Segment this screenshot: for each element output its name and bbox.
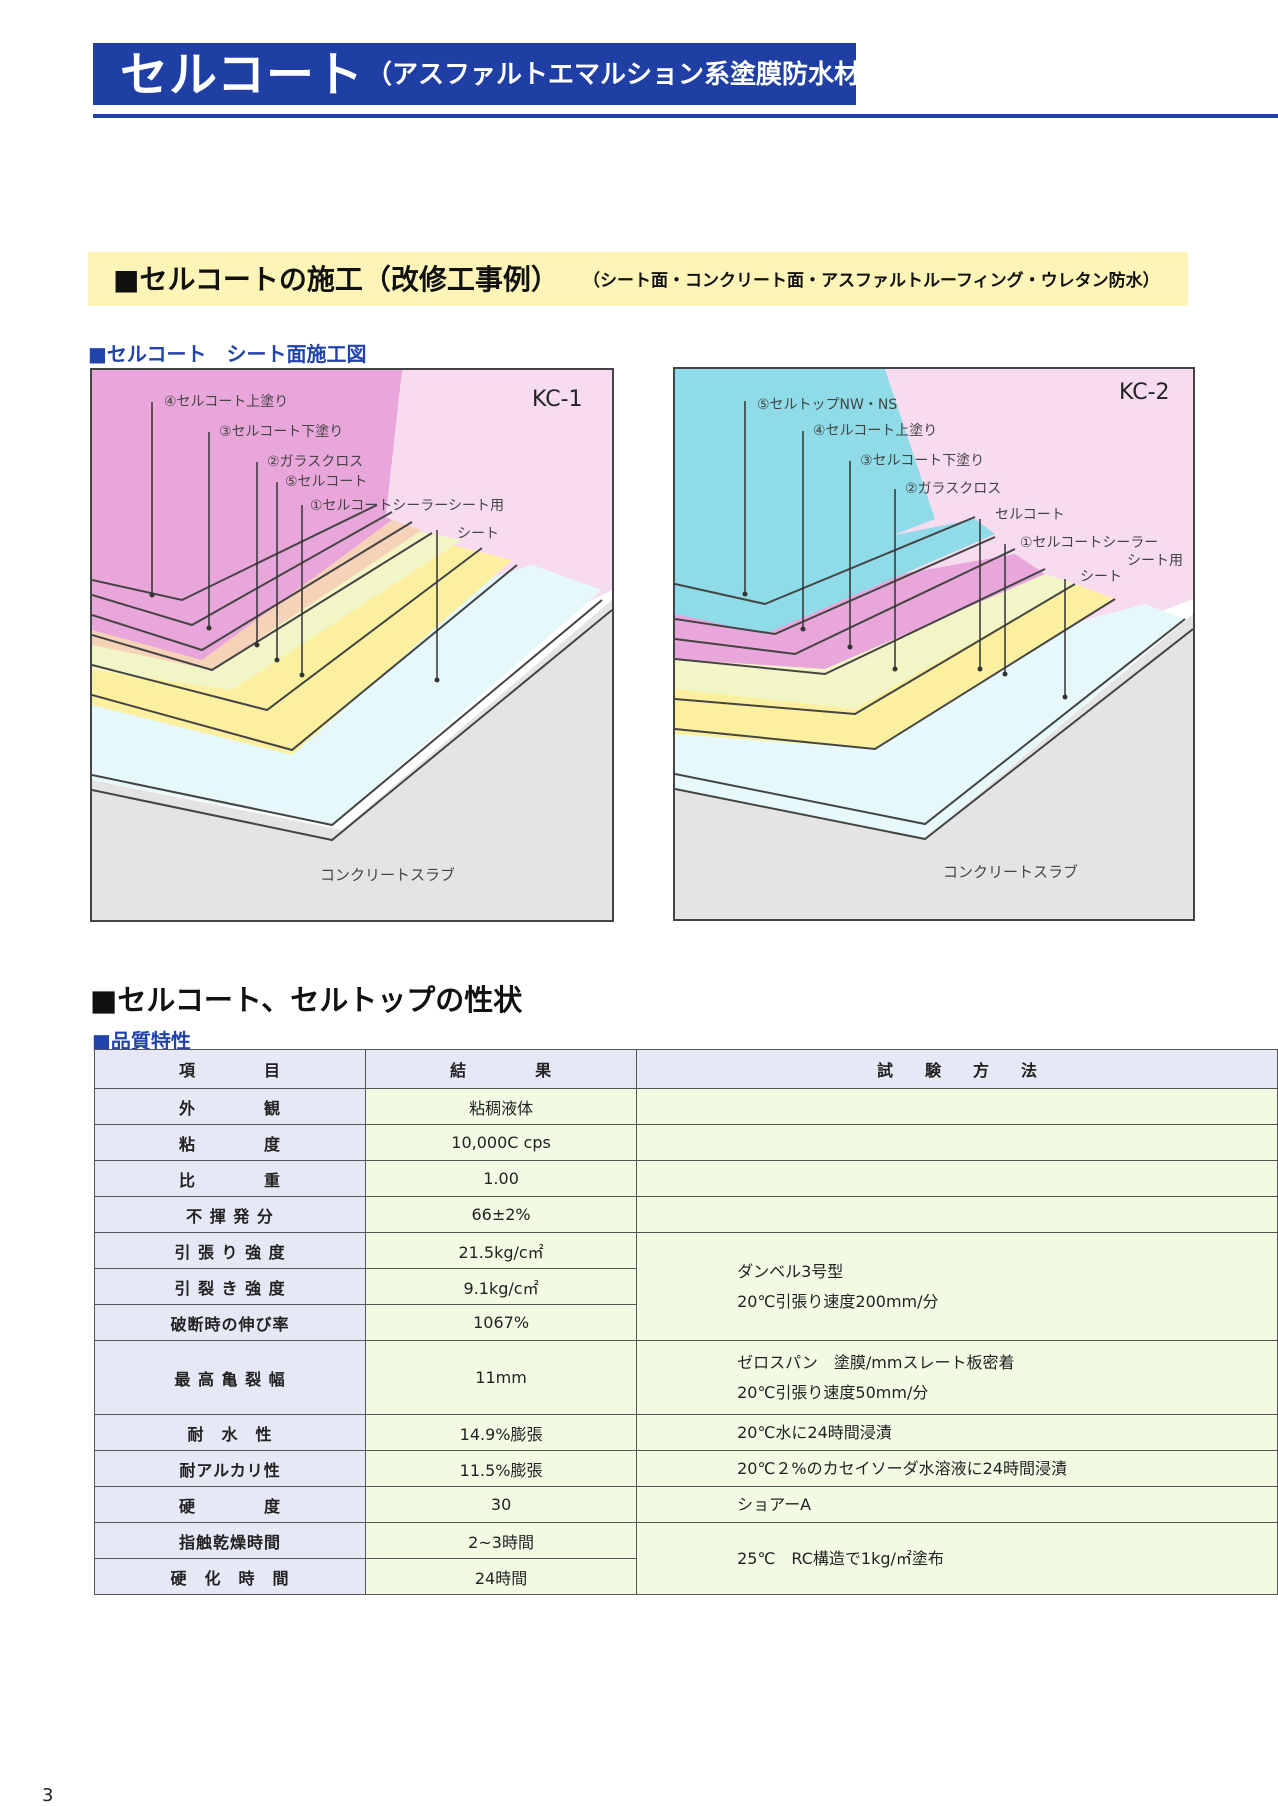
page-title: セルコート [120,47,365,103]
construction-subtitle: （シート面・コンクリート面・アスファルトルーフィング・ウレタン防水） [583,271,1160,291]
row-result: 1.00 [365,1160,638,1197]
kc2-code: KC-2 [1119,380,1170,405]
table-row: 最 高 亀 裂 幅 11mm ゼロスパン 塗膜/mmスレート板密着 20℃引張り… [93,1340,1278,1415]
table-row: 粘 度 10,000C cps [93,1124,1278,1161]
header-rule [93,114,1278,118]
row-result: 14.9%膨張 [365,1414,638,1451]
row-item: 比 重 [93,1160,367,1197]
page-subtitle: （アスファルトエマルション系塗膜防水材） [366,60,887,90]
kc1-label-4: ⑤セルコート [285,474,367,490]
table-row: 破断時の伸び率 1067% [93,1304,1278,1341]
kc2-label-7: シート用 [1127,553,1183,569]
diagram-caption: ■セルコート シート面施工図 [88,342,367,366]
header-item: 項 目 [93,1049,367,1089]
row-method-hardness: ショアーA [636,1486,1278,1523]
header-band [93,43,856,105]
table-row: 外 観 粘稠液体 [93,1088,1278,1125]
row-method-tensile: ダンベル3号型 20℃引張り速度200mm/分 [636,1232,1278,1341]
method-tensile-2: 20℃引張り速度200mm/分 [737,1291,939,1311]
row-item: 硬 度 [93,1486,367,1523]
row-item: 硬 化 時 間 [93,1558,367,1595]
row-method [636,1124,1278,1161]
row-item: 外 観 [93,1088,367,1125]
method-crack-1: ゼロスパン 塗膜/mmスレート板密着 [737,1352,1015,1372]
bg-cyan [675,369,935,619]
row-result: 粘稠液体 [365,1088,638,1125]
properties-title: ■セルコート、セルトップの性状 [90,983,523,1017]
table-row: 耐アルカリ性 11.5%膨張 20℃２%のカセイソーダ水溶液に24時間浸漬 [93,1450,1278,1487]
kc2-label-4: ②ガラスクロス [905,481,1001,497]
kc2-label-5: セルコート [995,507,1065,523]
row-item: 引 張 り 強 度 [93,1232,367,1269]
kc1-label-2: ③セルコート下塗り [219,423,343,440]
row-result: 66±2% [365,1196,638,1233]
table-row: 引 張 り 強 度 21.5kg/c㎡ ダンベル3号型 20℃引張り速度200m… [93,1232,1278,1341]
diagram-kc2: KC-2 ⑤セルトップNW・NS ④セルコート上塗り ③セルコート下塗り ②ガラ… [673,367,1195,921]
row-result: 2~3時間 [365,1522,638,1559]
table-row: 硬 度 30 ショアーA [93,1486,1278,1523]
row-method [636,1196,1278,1233]
row-result: 11mm [365,1340,638,1415]
row-item: 耐 水 性 [93,1414,367,1451]
row-method-drying: 25℃ RC構造で1kg/㎡塗布 [636,1522,1278,1595]
concrete-slab [92,600,612,920]
table-row: 比 重 1.00 [93,1160,1278,1197]
row-item: 粘 度 [93,1124,367,1161]
kc2-label-3: ③セルコート下塗り [860,452,984,469]
row-result: 11.5%膨張 [365,1450,638,1487]
row-item: 指触乾燥時間 [93,1522,367,1559]
kc1-label-3: ②ガラスクロス [267,454,363,470]
kc2-label-2: ④セルコート上塗り [813,422,937,439]
row-item: 耐アルカリ性 [93,1450,367,1487]
row-item: 不 揮 発 分 [93,1196,367,1233]
kc1-code: KC-1 [532,387,583,412]
layer-sheet [675,604,1185,839]
row-result: 24時間 [365,1558,638,1595]
method-tensile-1: ダンベル3号型 [737,1261,844,1281]
header-result: 結 果 [365,1049,638,1089]
row-result: 1067% [365,1304,638,1341]
kc2-label-8: シート [1080,569,1122,585]
table-row: 硬 化 時 間 24時間 [93,1558,1278,1595]
row-result: 10,000C cps [365,1124,638,1161]
page-number: 3 [42,1785,54,1806]
diagram-kc1: KC-1 ④セルコート上塗り ③セルコート下塗り ②ガラスクロス ⑤セルコート … [90,368,614,922]
construction-banner [88,252,1188,306]
row-item: 破断時の伸び率 [93,1304,367,1341]
kc1-label-5: ①セルコートシーラーシート用 [310,498,504,514]
table-row: 不 揮 発 分 66±2% [93,1196,1278,1233]
kc2-label-6: ①セルコートシーラー [1020,535,1158,551]
bg-pink-light-2 [885,369,1193,519]
layer-pink [675,554,1045,669]
row-method-alkali: 20℃２%のカセイソーダ水溶液に24時間浸漬 [636,1450,1278,1487]
row-result: 9.1kg/c㎡ [365,1268,638,1305]
row-result: 30 [365,1486,638,1523]
kc2-base-label: コンクリートスラブ [943,863,1078,881]
kc1-label-6: シート [457,526,499,542]
method-crack-2: 20℃引張り速度50mm/分 [737,1382,929,1402]
construction-title: ■セルコートの施工（改修工事例） [113,263,559,296]
row-method [636,1160,1278,1197]
row-result: 21.5kg/c㎡ [365,1232,638,1269]
header-method: 試 験 方 法 [636,1049,1278,1089]
concrete-slab [675,614,1193,919]
row-method-water: 20℃水に24時間浸漬 [636,1414,1278,1451]
row-method [636,1088,1278,1125]
layer-cyan-top [675,519,995,634]
row-item: 最 高 亀 裂 幅 [93,1340,367,1415]
kc1-label-1: ④セルコート上塗り [164,393,288,410]
table-row: 耐 水 性 14.9%膨張 20℃水に24時間浸漬 [93,1414,1278,1451]
row-item: 引 裂 き 強 度 [93,1268,367,1305]
properties-table: 項 目 結 果 試 験 方 法 外 観 粘稠液体 粘 度 10,000C cps… [93,1049,1278,1595]
layer-top-pink [92,510,392,660]
kc1-base-label: コンクリートスラブ [320,866,455,884]
table-row: 指触乾燥時間 2~3時間 25℃ RC構造で1kg/㎡塗布 [93,1522,1278,1595]
row-method-crack: ゼロスパン 塗膜/mmスレート板密着 20℃引張り速度50mm/分 [636,1340,1278,1415]
kc2-label-1: ⑤セルトップNW・NS [757,397,897,413]
